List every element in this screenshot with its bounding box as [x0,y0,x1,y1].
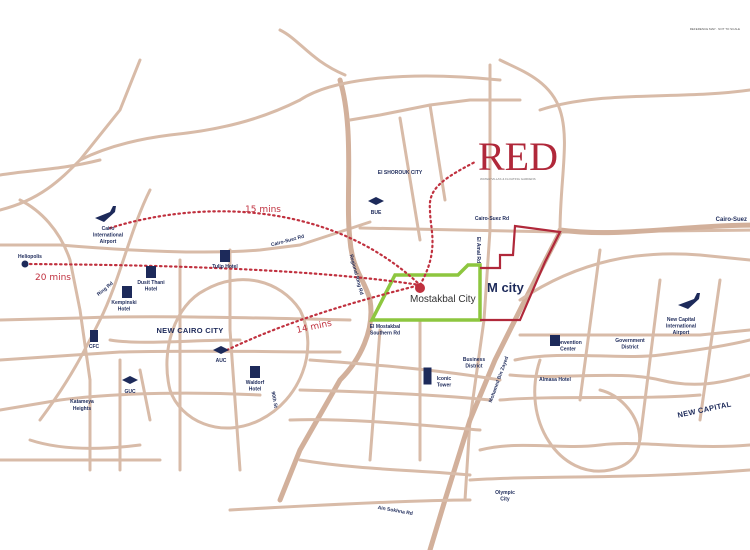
new-capital-label: NEW CAPITAL [677,399,733,419]
hotel-icon [220,250,230,262]
new-cairo-label: NEW CAIRO CITY [156,326,223,335]
route-red [418,160,477,287]
road-label: Cairo-Suez Rd [475,216,509,222]
m-city-label: M city [487,280,525,295]
route-airport [108,210,422,287]
tower-icon [423,367,432,385]
hotel-icon [146,266,156,278]
plane-icon [95,206,116,222]
route-heliopolis [23,262,422,287]
graduation-cap-icon [213,346,229,354]
m-city-boundary[interactable] [480,224,562,322]
hotel-icon [550,335,560,346]
cfc-label: CFC [89,344,100,350]
hotel-icon [250,366,260,378]
route-label-15: 15 mins [245,205,281,215]
svg-text:WATER VILLAS & FLOATING GARDEN: WATER VILLAS & FLOATING GARDENS [480,177,536,181]
road-label: 90th St [270,391,279,409]
building-icon [90,330,98,342]
almasa-hotel-label: Almasa Hotel [539,377,571,383]
heliopolis-marker-icon[interactable] [21,260,29,268]
road-label: El Amal Rd [475,237,481,263]
road-network [0,28,750,550]
svg-text:RED: RED [478,134,558,179]
guc-label: GUC [124,389,136,395]
mostakbal-marker-icon[interactable] [415,283,425,293]
hotel-icon [122,286,132,298]
red-logo: RED WATER VILLAS & FLOATING GARDENS [478,134,558,181]
graduation-cap-icon [368,197,384,205]
mostakbal-label: Mostakbal City [410,294,476,305]
plane-icon [678,293,700,309]
shorouk-label: El SHOROUK CITY [378,170,423,176]
route-label-14: 14 mins [296,319,334,336]
road-label: Ain Sokhna Rd [377,505,413,517]
corner-note: REFERENCE MAP · NOT TO SCALE [690,27,740,31]
graduation-cap-icon [122,376,138,384]
route-label-20: 20 mins [35,273,71,283]
tulip-hotel-label: Tulip Hotel [212,264,238,270]
road-label: Cairo-Suez [716,217,747,223]
route-auc [225,283,422,352]
heliopolis-label: Heliopolis [18,254,42,260]
bue-label: BUE [371,210,382,216]
auc-label: AUC [216,358,227,364]
